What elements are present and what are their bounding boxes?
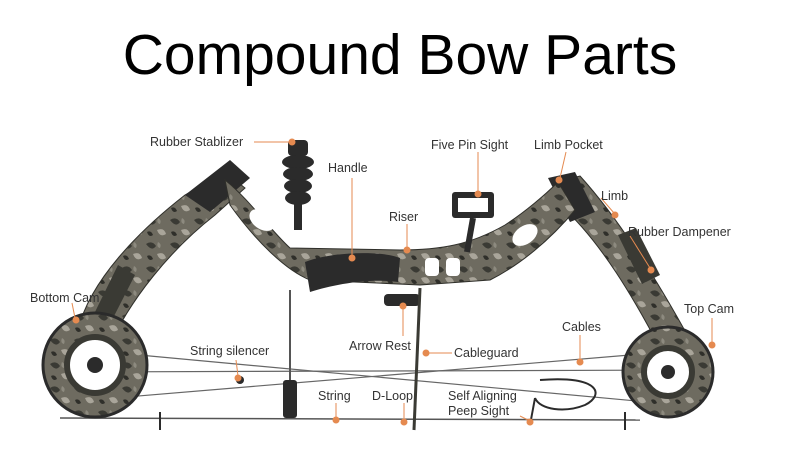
label-peep-sight: Peep Sight <box>448 404 510 418</box>
label-string-silencer: String silencer <box>190 344 269 358</box>
label-cables: Cables <box>562 320 601 334</box>
leader-lines <box>71 138 716 426</box>
rubber-stabilizer <box>282 140 314 230</box>
left-dampener <box>95 265 135 320</box>
cable-1 <box>59 369 701 373</box>
label-handle: Handle <box>328 161 368 175</box>
label-d-loop: D-Loop <box>372 389 413 403</box>
bow-string <box>59 417 641 421</box>
label-rubber-dampener: Rubber Dampener <box>628 225 731 239</box>
label-rubber-stabilizer: Rubber Stablizer <box>150 135 243 149</box>
cable-2 <box>89 349 691 401</box>
five-pin-sight <box>452 192 494 253</box>
handle-grip <box>305 253 400 292</box>
cableguard <box>412 287 422 431</box>
label-string: String <box>318 389 351 403</box>
labels: Rubber Stablizer Handle Riser Five Pin S… <box>30 135 734 418</box>
label-limb-pocket: Limb Pocket <box>534 138 603 152</box>
label-self-aligning: Self Aligning <box>448 389 517 403</box>
label-top-cam: Top Cam <box>684 302 734 316</box>
page-title: Compound Bow Parts <box>122 23 678 87</box>
left-limb-pocket <box>185 160 250 212</box>
string-and-cables <box>59 349 701 421</box>
label-cableguard: Cableguard <box>454 346 519 360</box>
label-five-pin-sight: Five Pin Sight <box>431 138 509 152</box>
label-bottom-cam: Bottom Cam <box>30 291 99 305</box>
label-riser: Riser <box>389 210 418 224</box>
label-arrow-rest: Arrow Rest <box>349 339 411 353</box>
arrow-rest <box>384 294 420 306</box>
label-limb: Limb <box>601 189 628 203</box>
bow-body <box>77 160 691 353</box>
peep-sight-accessory <box>529 378 597 426</box>
riser <box>224 178 576 286</box>
bottom-cam <box>41 311 149 419</box>
cable-3 <box>84 349 681 406</box>
top-cam <box>621 325 715 419</box>
stabilizer-rod <box>283 290 297 418</box>
